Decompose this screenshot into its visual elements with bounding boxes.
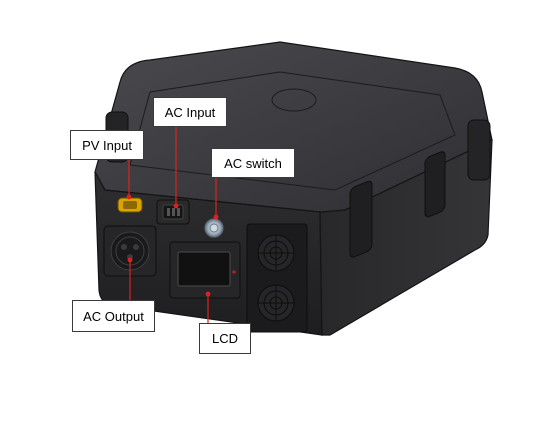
case-side (319, 139, 493, 336)
label-ac-input: AC Input (153, 97, 227, 127)
lcd-screen-icon (169, 241, 241, 299)
leader-lines (126, 127, 219, 323)
label-ac-output: AC Output (72, 300, 155, 332)
fan-grill-icon (257, 284, 295, 322)
fan-grill-icon (257, 234, 295, 272)
label-ac-switch: AC switch (211, 148, 295, 178)
lid-dimple (271, 88, 317, 112)
switch-knob-icon (203, 217, 225, 239)
label-pv-input: PV Input (70, 130, 144, 160)
pv-connector-icon (117, 197, 143, 213)
lid-recess (129, 71, 456, 191)
power-station-case (94, 41, 493, 336)
ac-socket-icon (103, 225, 157, 277)
latch (349, 180, 373, 258)
ac-inlet-icon (156, 199, 190, 225)
latch (424, 151, 446, 218)
label-lcd: LCD (199, 323, 251, 354)
handle (467, 119, 491, 181)
